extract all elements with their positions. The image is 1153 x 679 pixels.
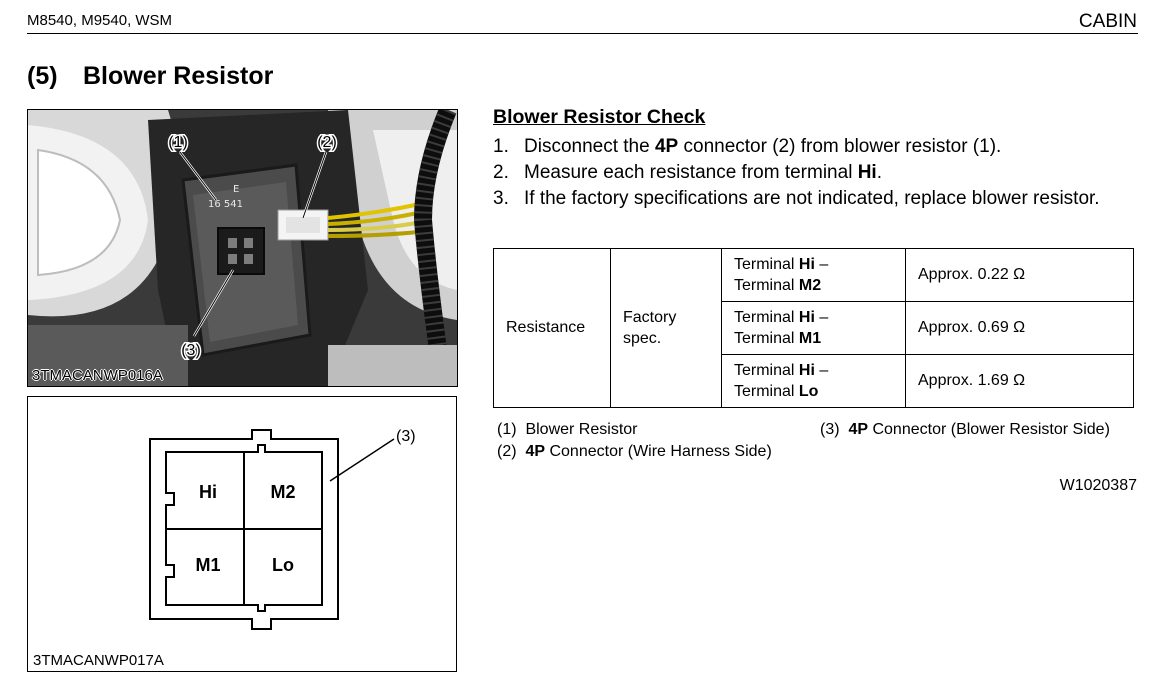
legend-2-text: Connector (Wire Harness Side) xyxy=(545,443,772,460)
spec-row-1-terminals: Terminal Hi –Terminal M2 xyxy=(721,248,906,302)
row-3-term-a-post: – xyxy=(814,362,829,379)
check-heading: Blower Resistor Check xyxy=(493,106,706,128)
step-3-text: If the factory specifications are not in… xyxy=(524,188,1100,209)
step-3: 3. If the factory specifications are not… xyxy=(493,186,1138,212)
row-1-term-a-bold: Hi xyxy=(798,256,815,273)
legend-item-1: (1) Blower Resistor xyxy=(497,421,637,439)
section-number: (5) xyxy=(27,62,58,90)
step-2-number: 2. xyxy=(493,162,509,183)
document-code: W1020387 xyxy=(1059,477,1137,494)
legend-3-bold: 4P xyxy=(848,421,869,438)
step-1-bold: 4P xyxy=(654,136,679,157)
step-2-text-a: Measure each resistance from terminal xyxy=(524,162,858,183)
connector-terminal-diagram: Hi M2 M1 Lo (3) 3TMACANWP017A xyxy=(27,396,457,672)
terminal-m2: M2 xyxy=(270,482,295,502)
row-2-term-b-bold: M1 xyxy=(798,330,822,347)
row-3-value: Approx. 1.69 Ω xyxy=(918,372,1026,389)
spec-row-3-terminals: Terminal Hi –Terminal Lo xyxy=(721,354,906,408)
row-3-term-b-pre: Terminal xyxy=(734,383,799,400)
step-1-text-b: connector (2) from blower resistor (1). xyxy=(678,136,1002,157)
photo-callout-1: (1) xyxy=(168,134,188,151)
step-2-text-b: . xyxy=(876,162,882,183)
legend-item-3: (3) 4P Connector (Blower Resistor Side) xyxy=(820,421,1110,439)
spec-row-1-value: Approx. 0.22 Ω xyxy=(905,248,1134,302)
step-3-number: 3. xyxy=(493,188,509,209)
row-1-term-b-pre: Terminal xyxy=(734,277,799,294)
terminal-m1: M1 xyxy=(195,555,220,575)
diagram-callout-3: (3) xyxy=(396,428,416,445)
row-3-term-b-bold: Lo xyxy=(798,383,819,400)
spec-item-cell: Resistance xyxy=(493,248,611,408)
header-model-names: M8540, M9540, WSM xyxy=(27,12,173,29)
spec-row-3-value: Approx. 1.69 Ω xyxy=(905,354,1134,408)
photo-code: 3TMACANWP016A xyxy=(32,367,163,384)
legend-3-text: Connector (Blower Resistor Side) xyxy=(868,421,1110,438)
legend-item-2: (2) 4P Connector (Wire Harness Side) xyxy=(497,443,772,461)
row-2-term-a-pre: Terminal xyxy=(734,309,799,326)
photo-callout-3: (3) xyxy=(181,342,201,359)
blower-resistor-photo: E 16 541 (1) (2) (3) 3T xyxy=(27,109,458,387)
diagram-code: 3TMACANWP017A xyxy=(33,652,164,669)
legend-1-text: Blower Resistor xyxy=(525,421,638,438)
row-1-term-a-post: – xyxy=(814,256,829,273)
row-3-term-a-pre: Terminal xyxy=(734,362,799,379)
legend-1-number: (1) xyxy=(497,421,517,438)
terminal-lo: Lo xyxy=(272,555,294,575)
spec-label-1: Factory xyxy=(623,309,677,326)
spec-item: Resistance xyxy=(506,319,586,336)
section-title-text: Blower Resistor xyxy=(83,62,274,90)
legend-3-number: (3) xyxy=(820,421,840,438)
row-1-term-b-bold: M2 xyxy=(798,277,822,294)
spec-label-2: spec. xyxy=(623,330,662,347)
photo-part-text-2: 16 541 xyxy=(208,199,243,210)
legend-2-bold: 4P xyxy=(525,443,546,460)
photo-part-text-1: E xyxy=(233,184,239,195)
header-rule xyxy=(27,33,1138,34)
spec-row-2-value: Approx. 0.69 Ω xyxy=(905,301,1134,355)
photo-illustration: E 16 541 (1) (2) (3) xyxy=(28,110,457,386)
row-2-value: Approx. 0.69 Ω xyxy=(918,319,1026,336)
step-1-text-a: Disconnect the xyxy=(524,136,655,157)
step-1: 1. Disconnect the 4P connector (2) from … xyxy=(493,134,1138,160)
spec-label-cell: Factory spec. xyxy=(610,248,722,408)
row-1-term-a-pre: Terminal xyxy=(734,256,799,273)
row-2-term-a-bold: Hi xyxy=(798,309,815,326)
connector-drawing: Hi M2 M1 Lo (3) xyxy=(149,428,416,630)
spec-row-2-terminals: Terminal Hi –Terminal M1 xyxy=(721,301,906,355)
row-3-term-a-bold: Hi xyxy=(798,362,815,379)
row-2-term-a-post: – xyxy=(814,309,829,326)
row-2-term-b-pre: Terminal xyxy=(734,330,799,347)
header-chapter-name: CABIN xyxy=(1078,11,1137,32)
step-2: 2. Measure each resistance from terminal… xyxy=(493,160,1138,186)
row-1-value: Approx. 0.22 Ω xyxy=(918,266,1026,283)
legend-2-number: (2) xyxy=(497,443,517,460)
photo-callout-2: (2) xyxy=(317,134,337,151)
terminal-hi: Hi xyxy=(199,482,217,502)
section-title: (5) Blower Resistor xyxy=(27,62,273,91)
step-1-number: 1. xyxy=(493,136,509,157)
step-2-bold: Hi xyxy=(857,162,877,183)
